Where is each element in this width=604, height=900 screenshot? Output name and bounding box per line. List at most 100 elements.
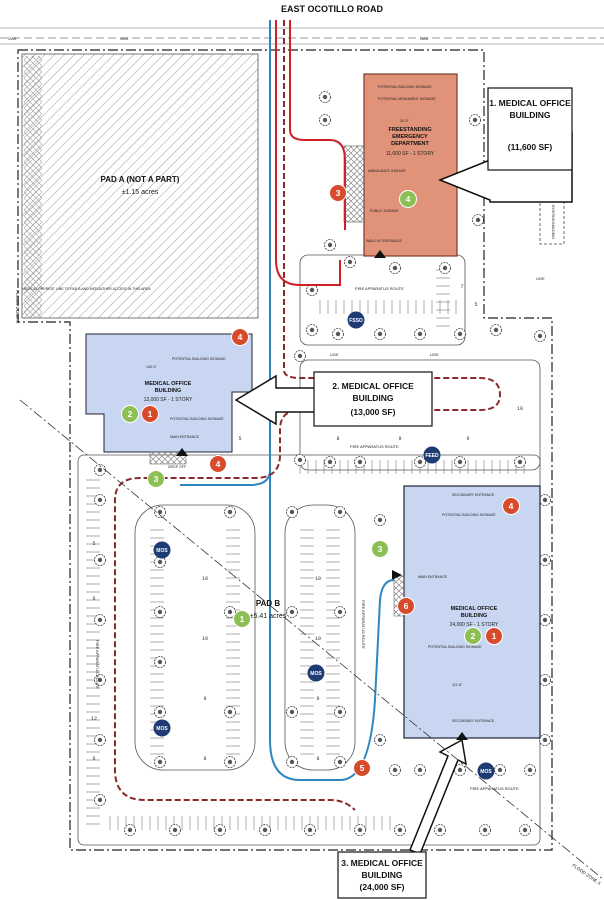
flood-zone-label-west: FLOOD ZONE X (15, 290, 20, 324)
tree-icon (286, 606, 298, 618)
emergency-route-2 (289, 20, 346, 230)
tree-icon (94, 494, 106, 506)
tree-icon (414, 764, 426, 776)
building-2-title-1: MEDICAL OFFICE (145, 381, 192, 387)
tree-icon (479, 824, 491, 836)
tree-icon (354, 824, 366, 836)
tree-icon (294, 454, 306, 466)
building-3-footprint (403, 485, 541, 739)
tree-icon (319, 91, 331, 103)
callout-3-line-2: BUILDING (361, 870, 402, 880)
building-1-entrance-arrow (374, 250, 386, 258)
red-marker-4: 4 (209, 455, 227, 473)
green-marker-1: 1 (233, 610, 251, 628)
tree-icon (94, 734, 106, 746)
building-1-size: 11,600 SF - 1 STORY (386, 151, 435, 157)
stall-count: 10 (202, 576, 208, 582)
tree-icon (306, 284, 318, 296)
callout-3-line-3: (24,000 SF) (360, 882, 405, 892)
tree-icon (519, 824, 531, 836)
svg-text:MOS: MOS (480, 769, 492, 775)
building-1-note-1: POTENTIAL BUILDING SIGNAGE (378, 85, 432, 89)
fire-route-label-4: FIRE APPARATUS ROUTE (95, 640, 100, 689)
callout-3-box (337, 851, 427, 899)
navy-badge-mos: MOS (153, 719, 171, 737)
tree-icon (224, 706, 236, 718)
building-1-note-2: POTENTIAL MONUMENT SIGNAGE (378, 97, 436, 101)
tree-icon (454, 328, 466, 340)
building-2-size: 13,000 SF - 1 STORY (144, 397, 193, 403)
red-marker-4: 4 (502, 497, 520, 515)
pad-a-area: ±1.15 acres (122, 189, 159, 196)
navy-badge-mos: MOS (307, 664, 325, 682)
building-2-note-2: POTENTIAL BUILDING SIGNAGE (170, 417, 224, 421)
tree-icon (154, 756, 166, 768)
tree-icon (154, 506, 166, 518)
building-3-note-3: MAIN ENTRANCE (418, 575, 448, 579)
callout-2-line-2: BUILDING (352, 393, 393, 403)
tree-icon (374, 328, 386, 340)
tree-icon (434, 824, 446, 836)
gas-line-label-3: GAS (420, 36, 429, 41)
tree-icon (94, 554, 106, 566)
tree-icon (539, 614, 551, 626)
tree-icon (224, 756, 236, 768)
stall-count: 8 (203, 756, 206, 762)
building-2-entrance-arrow (176, 448, 188, 456)
tree-icon (224, 506, 236, 518)
callout-1-line-2: BUILDING (509, 110, 550, 120)
building-1-note-5: WALK UP ENTRANCE (366, 239, 402, 243)
tree-icon (294, 350, 306, 362)
svg-text:FSSO: FSSO (349, 318, 363, 324)
svg-text:MOS: MOS (310, 671, 322, 677)
stall-count: 10 (315, 636, 321, 642)
stall-count: 12 (91, 716, 97, 722)
building-1-title-3: DEPARTMENT (391, 141, 429, 147)
callout-1: 1. MEDICAL OFFICE BUILDING (11,600 SF) (437, 87, 573, 203)
tree-icon (389, 262, 401, 274)
tree-icon (224, 606, 236, 618)
red-marker-1: 1 (485, 627, 503, 645)
tree-icon (306, 324, 318, 336)
tree-icon (94, 674, 106, 686)
tree-icon (334, 706, 346, 718)
building-1-note-4: PUBLIC GARAGE (370, 209, 399, 213)
building-medical-office-3: MEDICAL OFFICE BUILDING 24,000 SF - 1 ST… (392, 485, 541, 740)
callout-1-box (487, 87, 573, 171)
callout-1-line-1: 1. MEDICAL OFFICE (489, 98, 571, 108)
callout-2-line-1: 2. MEDICAL OFFICE (332, 381, 414, 391)
svg-text:2: 2 (128, 409, 133, 419)
green-marker-3: 3 (147, 470, 165, 488)
svg-text:1: 1 (492, 631, 497, 641)
svg-text:1: 1 (240, 614, 245, 624)
building-2-note-4: DROP OFF (168, 465, 186, 469)
stall-count: 9 (466, 436, 469, 442)
red-marker-1: 1 (141, 405, 159, 423)
tree-icon (124, 824, 136, 836)
tree-icon (169, 824, 181, 836)
stall-count: 7 (460, 284, 463, 290)
parking-stalls (86, 269, 525, 830)
navy-badge-fsso: FSSO (347, 311, 365, 329)
navy-badge-mos: MOS (153, 541, 171, 559)
pad-a-title: PAD A (NOT A PART) (101, 175, 180, 184)
routes (114, 20, 502, 811)
green-marker-2: 2 (464, 627, 482, 645)
tree-icon (472, 214, 484, 226)
building-2-dim: 140'-0" (146, 365, 158, 369)
building-2-note-1: POTENTIAL BUILDING SIGNAGE (172, 357, 226, 361)
building-1-note-3: AMBULANCE GARAGE (368, 169, 406, 173)
fire-route-label-3: FIRE APPARATUS ROUTE (470, 786, 519, 791)
tree-icon (304, 824, 316, 836)
existing-building-label: EXISTING BUILDING (551, 205, 555, 239)
building-2-note-3: MAIN ENTRANCE (170, 435, 200, 439)
road-name: EAST OCOTILLO ROAD (281, 4, 383, 14)
fire-route-label-1: FIRE APPARATUS ROUTE (355, 286, 404, 291)
callout-2-line-3: (13,000 SF) (351, 407, 396, 417)
tree-icon (286, 706, 298, 718)
tree-icon (354, 456, 366, 468)
